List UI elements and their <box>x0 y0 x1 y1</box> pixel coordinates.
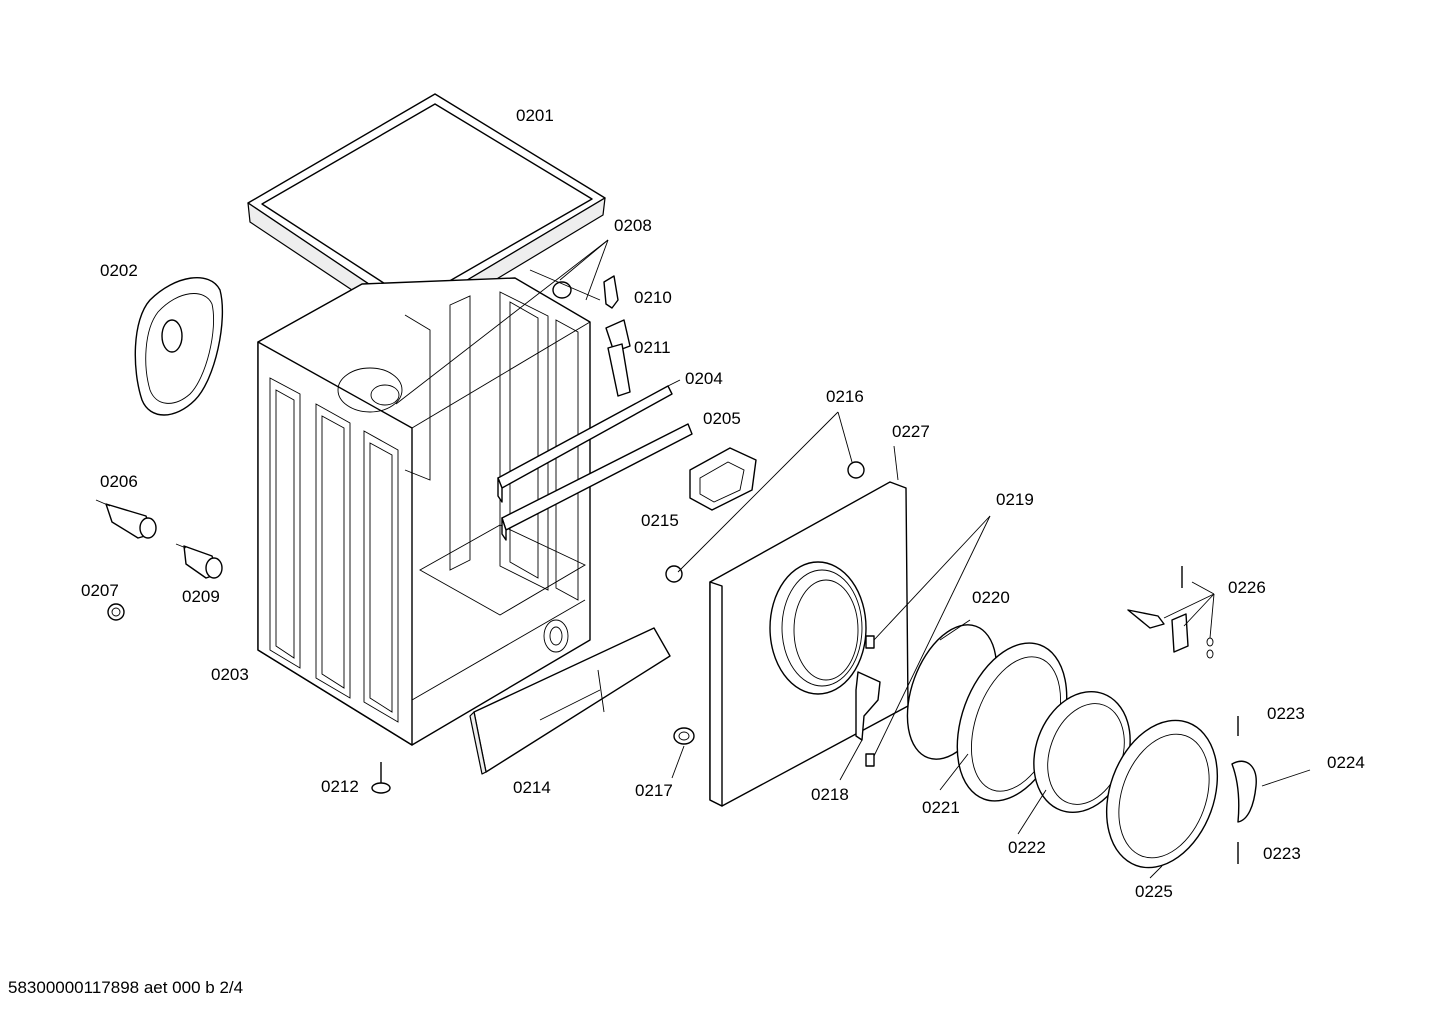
label-0225: 0225 <box>1135 882 1173 901</box>
part-heater-elements <box>95 499 223 621</box>
label-0203: 0203 <box>211 665 249 684</box>
label-0206: 0206 <box>100 472 138 491</box>
label-0210: 0210 <box>634 288 672 307</box>
label-0214: 0214 <box>513 778 551 797</box>
part-rear-cover <box>134 276 224 416</box>
drawing-reference-code: 58300000117898 aet 000 b 2/4 <box>8 978 244 997</box>
part-hinge-parts <box>1127 566 1257 864</box>
label-0222: 0222 <box>1008 838 1046 857</box>
part-worktop <box>247 93 606 331</box>
part-front-panel <box>709 481 909 807</box>
part-cross-rails <box>497 385 693 541</box>
part-bushings <box>665 461 865 745</box>
label-0221: 0221 <box>922 798 960 817</box>
label-0212: 0212 <box>321 777 359 796</box>
label-0209: 0209 <box>182 587 220 606</box>
label-0226: 0226 <box>1228 578 1266 597</box>
label-0227: 0227 <box>892 422 930 441</box>
label-0208: 0208 <box>614 216 652 235</box>
label-0219: 0219 <box>996 490 1034 509</box>
label-0202: 0202 <box>100 261 138 280</box>
part-labels: 0201 0202 0203 0204 0205 0206 0207 0208 … <box>81 106 1365 901</box>
label-0215: 0215 <box>641 511 679 530</box>
part-foot <box>371 762 391 794</box>
label-0217: 0217 <box>635 781 673 800</box>
label-0201: 0201 <box>516 106 554 125</box>
label-0223-bottom: 0223 <box>1263 844 1301 863</box>
leader-lines <box>395 239 1311 879</box>
label-0223-top: 0223 <box>1267 704 1305 723</box>
label-0224: 0224 <box>1327 753 1365 772</box>
part-door-lock <box>689 447 757 511</box>
part-dispenser-drawer <box>469 627 671 775</box>
part-cabinet <box>257 277 591 746</box>
label-0220: 0220 <box>972 588 1010 607</box>
part-door-assembly <box>906 619 1219 869</box>
label-0207: 0207 <box>81 581 119 600</box>
label-0216: 0216 <box>826 387 864 406</box>
label-0205: 0205 <box>703 409 741 428</box>
label-0204: 0204 <box>685 369 723 388</box>
label-0211: 0211 <box>634 338 671 357</box>
label-0218: 0218 <box>811 785 849 804</box>
part-upper-brackets <box>529 269 631 397</box>
